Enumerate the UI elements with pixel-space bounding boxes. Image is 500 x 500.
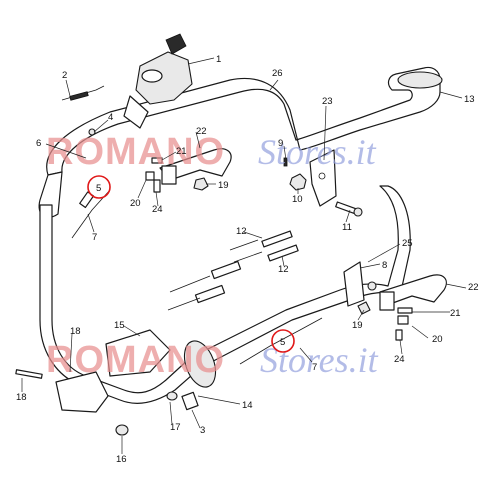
callout-13: 13: [464, 94, 475, 105]
callout-7-lower: 7: [312, 362, 317, 373]
cable-7-lower: [239, 317, 323, 365]
callout-16: 16: [116, 454, 127, 465]
callout-15: 15: [114, 320, 125, 331]
callout-18-lower: 18: [16, 392, 27, 403]
watermark-brand-blue: Stores.it: [260, 340, 379, 380]
callout-22-lower: 22: [468, 282, 479, 293]
watermark-brand-blue: Stores.it: [258, 132, 377, 172]
highlight-ring-5-lower: [271, 329, 295, 353]
callout-26: 26: [272, 68, 283, 79]
callout-22-upper: 22: [196, 126, 207, 137]
lever-22-left: [159, 148, 232, 185]
callout-3: 3: [200, 425, 205, 436]
callout-24-upper: 24: [152, 204, 163, 215]
callout-4: 4: [108, 112, 113, 123]
callout-5-upper: 5: [96, 183, 101, 194]
watermark-top: ROMANO Stores.it: [46, 131, 377, 173]
bracket-23: [309, 149, 337, 207]
callout-12-upper: 12: [236, 226, 247, 237]
hardware: [15, 128, 413, 436]
callout-25: 25: [402, 238, 413, 249]
callout-20-lower: 20: [432, 334, 443, 345]
callout-7-upper: 7: [92, 232, 97, 243]
cable-2: [61, 85, 105, 101]
throttle-lever: [123, 33, 193, 129]
callout-23: 23: [322, 96, 333, 107]
callout-17: 17: [170, 422, 181, 433]
callout-5-lower: 5: [280, 337, 285, 348]
callout-9: 9: [278, 138, 283, 149]
callout-labels: 1 2 3 4 5 5 6 7 7 8 9 10 11 12 12 13 14 …: [16, 54, 479, 465]
lever-22-right: [379, 274, 447, 311]
watermark-bottom: ROMANO Stores.it: [46, 339, 379, 381]
callout-18-upper: 18: [70, 326, 81, 337]
highlight-ring-5-upper: [87, 175, 111, 199]
callout-10: 10: [292, 194, 303, 205]
callout-2: 2: [62, 70, 67, 81]
callout-21-upper: 21: [176, 146, 187, 157]
callout-1: 1: [216, 54, 221, 65]
callout-19-upper: 19: [218, 180, 229, 191]
callout-6: 6: [36, 138, 41, 149]
bracket-8: [343, 261, 365, 307]
callout-24-lower: 24: [394, 354, 405, 365]
callout-21-lower: 21: [450, 308, 461, 319]
callout-8: 8: [382, 260, 387, 271]
watermark-brand-red: ROMANO: [46, 131, 225, 173]
callout-12-lower: 12: [278, 264, 289, 275]
callout-11: 11: [342, 222, 352, 233]
watermark-brand-red: ROMANO: [46, 339, 225, 381]
callout-19-lower: 19: [352, 320, 363, 331]
callout-14: 14: [242, 400, 253, 411]
leader-lines: [21, 57, 467, 454]
callout-20-upper: 20: [130, 198, 141, 209]
